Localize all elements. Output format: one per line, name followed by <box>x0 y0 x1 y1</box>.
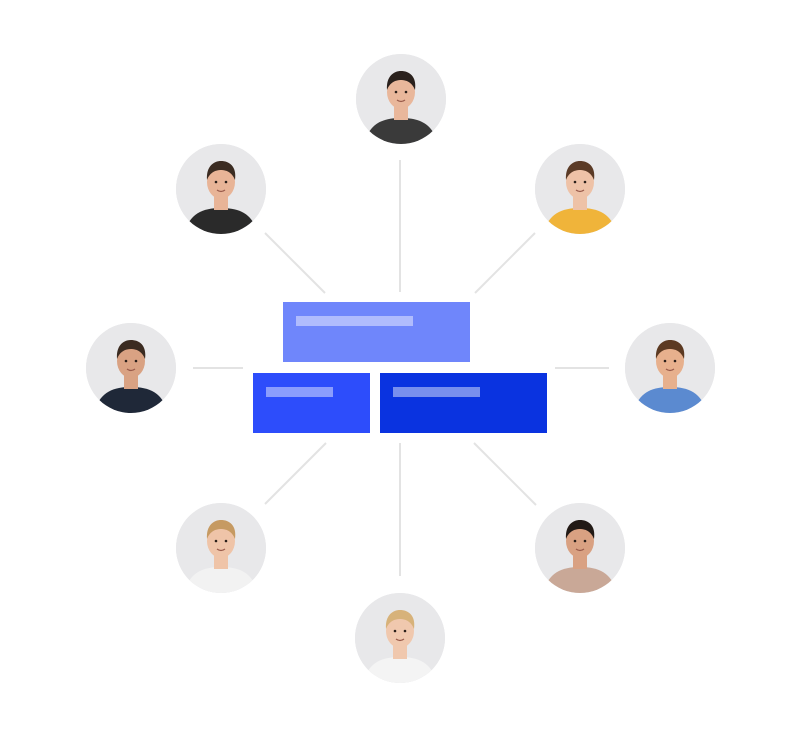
avatar-top-left <box>176 144 266 234</box>
person-photo-icon <box>86 323 176 413</box>
person-photo-icon <box>535 144 625 234</box>
person-photo-icon <box>176 144 266 234</box>
avatar-bottom-left <box>176 503 266 593</box>
connector-bottom-left <box>264 442 327 505</box>
org-box-top <box>283 302 470 362</box>
avatar-bottom-right <box>535 503 625 593</box>
avatar-bottom <box>355 593 445 683</box>
connector-top-right <box>474 232 536 294</box>
avatar-top-right <box>535 144 625 234</box>
person-photo-icon <box>535 503 625 593</box>
avatar-top <box>356 54 446 144</box>
person-photo-icon <box>356 54 446 144</box>
placeholder-text-bar <box>266 387 333 397</box>
person-photo-icon <box>355 593 445 683</box>
placeholder-text-bar <box>393 387 480 397</box>
connector-top-left <box>264 232 326 294</box>
avatar-right <box>625 323 715 413</box>
placeholder-text-bar <box>296 316 413 326</box>
avatar-left <box>86 323 176 413</box>
org-box-left <box>253 373 370 433</box>
person-photo-icon <box>625 323 715 413</box>
person-photo-icon <box>176 503 266 593</box>
connector-bottom-right <box>473 442 537 506</box>
org-box-right <box>380 373 547 433</box>
